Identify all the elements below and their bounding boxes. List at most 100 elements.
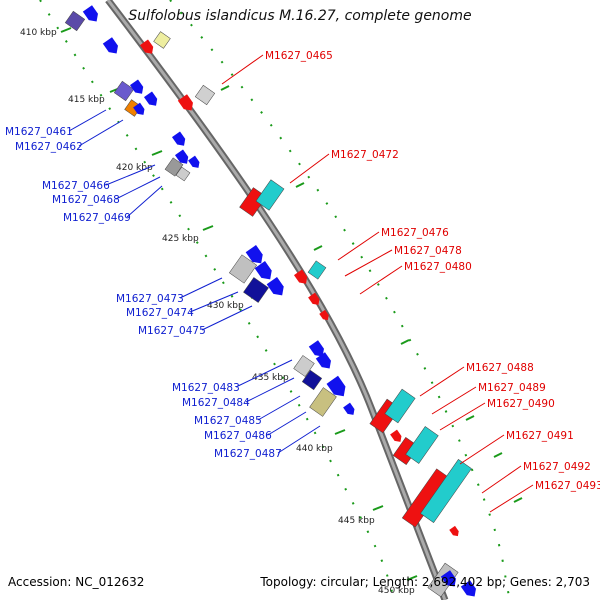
reverse-gene-block bbox=[228, 254, 258, 284]
reverse-gene-label: M1627_0466 bbox=[42, 180, 110, 192]
reverse-gene-arrow bbox=[308, 340, 324, 357]
outer-ring-tick bbox=[513, 497, 523, 503]
reverse-gene-arrow bbox=[129, 79, 144, 94]
reverse-gene-leader bbox=[201, 305, 253, 331]
reverse-gene-label: M1627_0485 bbox=[194, 415, 262, 427]
reverse-gene-leader bbox=[105, 164, 156, 186]
reverse-gene-block bbox=[175, 166, 191, 182]
forward-gene-leader bbox=[344, 249, 393, 277]
outer-ring-tick bbox=[313, 245, 323, 251]
reverse-gene-leader bbox=[126, 185, 163, 218]
forward-gene-leader bbox=[289, 153, 330, 184]
forward-gene-arrow bbox=[319, 309, 329, 321]
forward-gene-label: M1627_0490 bbox=[487, 398, 555, 410]
rna-feature-block bbox=[384, 388, 416, 424]
forward-gene-arrow bbox=[293, 269, 308, 284]
forward-gene-leader bbox=[489, 484, 534, 513]
forward-gene-leader bbox=[221, 54, 264, 85]
reverse-gene-block bbox=[309, 387, 337, 417]
reverse-gene-label: M1627_0487 bbox=[214, 448, 282, 460]
reverse-gene-block bbox=[64, 10, 86, 32]
forward-gene-label: M1627_0476 bbox=[381, 227, 449, 239]
scale-tick-label: 450 kbp bbox=[378, 586, 415, 596]
reverse-gene-arrow bbox=[266, 277, 284, 296]
reverse-gene-block bbox=[293, 355, 315, 377]
reverse-gene-label: M1627_0468 bbox=[52, 194, 120, 206]
forward-gene-leader bbox=[439, 402, 486, 431]
scale-tick-label: 425 kbp bbox=[162, 234, 199, 244]
reverse-gene-leader bbox=[245, 377, 295, 403]
reverse-gene-arrow bbox=[343, 402, 355, 415]
forward-gene-label: M1627_0480 bbox=[404, 261, 472, 273]
forward-gene-arrow bbox=[449, 525, 459, 537]
reverse-gene-arrow bbox=[188, 155, 200, 168]
forward-gene-arrow bbox=[177, 94, 193, 111]
reverse-gene-label: M1627_0473 bbox=[116, 293, 184, 305]
reverse-gene-label: M1627_0475 bbox=[138, 325, 206, 337]
reverse-gene-arrow bbox=[102, 37, 118, 54]
forward-gene-label: M1627_0465 bbox=[265, 50, 333, 62]
reverse-gene-arrow bbox=[133, 102, 145, 115]
forward-gene-label: M1627_0478 bbox=[394, 245, 462, 257]
forward-gene-leader bbox=[459, 434, 505, 465]
forward-gene-arrow bbox=[139, 39, 154, 54]
genome-backbone-highlight bbox=[106, 0, 447, 600]
scale-tick bbox=[406, 575, 418, 581]
scale-tick bbox=[151, 150, 163, 156]
rna-feature-block bbox=[255, 179, 285, 211]
reverse-gene-arrow bbox=[245, 245, 263, 264]
reverse-gene-arrow bbox=[440, 570, 456, 587]
reverse-gene-arrow bbox=[254, 261, 272, 280]
rna-feature-block bbox=[307, 260, 327, 280]
forward-gene-leader bbox=[481, 465, 522, 494]
reverse-gene-label: M1627_0484 bbox=[182, 397, 250, 409]
forward-gene-arrow bbox=[390, 429, 402, 442]
forward-gene-leader bbox=[431, 386, 477, 415]
reverse-gene-label: M1627_0461 bbox=[5, 126, 73, 138]
forward-gene-block bbox=[153, 31, 171, 49]
reverse-gene-label: M1627_0486 bbox=[204, 430, 272, 442]
map-title: Sulfolobus islandicus M.16.27, complete … bbox=[128, 8, 472, 24]
reverse-gene-label: M1627_0462 bbox=[15, 141, 83, 153]
reverse-gene-leader bbox=[68, 109, 107, 132]
reverse-gene-label: M1627_0474 bbox=[126, 307, 194, 319]
reverse-gene-block bbox=[164, 157, 184, 177]
reverse-gene-arrow bbox=[326, 375, 346, 397]
scale-tick-label: 420 kbp bbox=[116, 163, 153, 173]
reverse-gene-arrow bbox=[171, 131, 186, 146]
reverse-gene-arrow bbox=[460, 580, 476, 597]
outer-dotted-ring bbox=[169, 0, 511, 600]
forward-gene-label: M1627_0488 bbox=[466, 362, 534, 374]
scale-tick bbox=[334, 429, 346, 435]
scale-tick bbox=[372, 505, 384, 511]
reverse-gene-arrow bbox=[174, 149, 189, 164]
forward-gene-label: M1627_0489 bbox=[478, 382, 546, 394]
forward-gene-leader bbox=[359, 265, 403, 295]
forward-gene-block bbox=[194, 84, 216, 106]
outer-ring-tick bbox=[220, 85, 230, 91]
reverse-gene-leader bbox=[257, 395, 301, 421]
forward-gene-label: M1627_0491 bbox=[506, 430, 574, 442]
reverse-gene-arrow bbox=[315, 352, 331, 369]
reverse-gene-leader bbox=[235, 359, 293, 388]
reverse-gene-label: M1627_0483 bbox=[172, 382, 240, 394]
scale-tick-label: 440 kbp bbox=[296, 444, 333, 454]
reverse-gene-leader bbox=[189, 291, 239, 313]
accession-text: Accession: NC_012632 bbox=[8, 575, 145, 589]
genome-summary-text: Topology: circular; Length: 2,692,402 bp… bbox=[260, 575, 590, 589]
reverse-gene-block bbox=[113, 80, 135, 102]
reverse-gene-block bbox=[243, 277, 269, 303]
scale-tick-label: 445 kbp bbox=[338, 516, 375, 526]
rna-feature-block bbox=[420, 459, 472, 523]
forward-gene-block bbox=[239, 187, 267, 217]
scale-tick-label: 430 kbp bbox=[207, 301, 244, 311]
reverse-gene-label: M1627_0469 bbox=[63, 212, 131, 224]
reverse-gene-leader bbox=[179, 277, 223, 299]
forward-gene-leader bbox=[337, 231, 380, 261]
forward-gene-arrow bbox=[308, 292, 320, 305]
reverse-gene-block bbox=[301, 369, 323, 391]
scale-tick-label: 410 kbp bbox=[20, 28, 57, 38]
outer-ring-tick bbox=[295, 182, 305, 188]
outer-ring-tick bbox=[493, 452, 503, 458]
